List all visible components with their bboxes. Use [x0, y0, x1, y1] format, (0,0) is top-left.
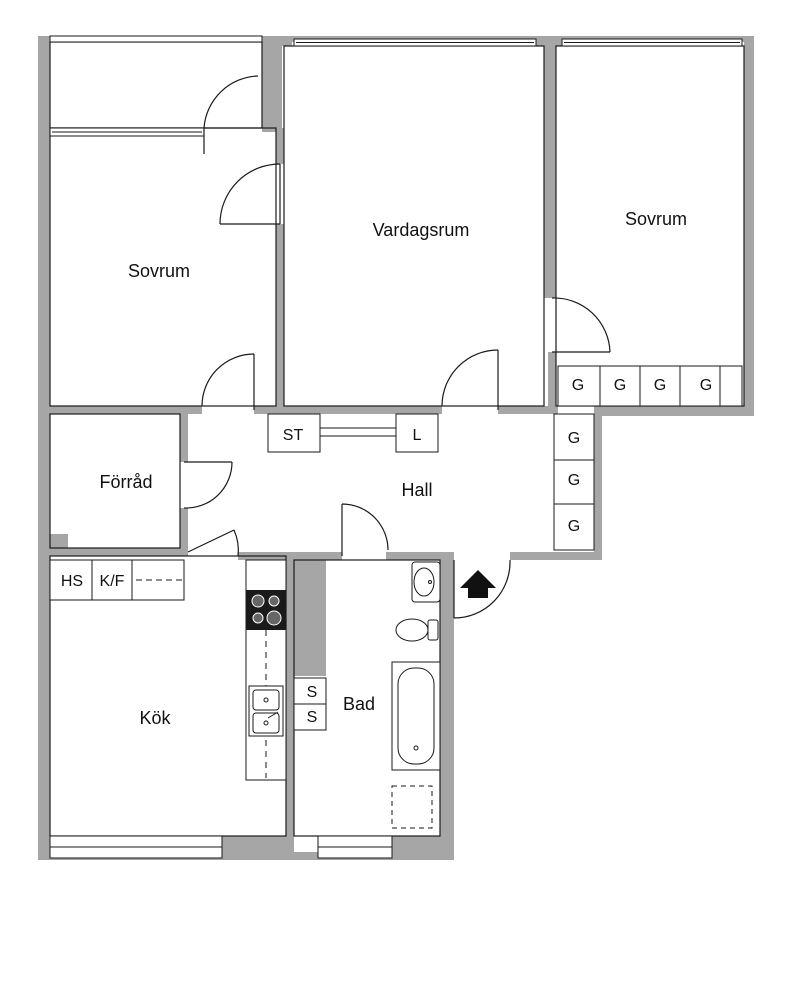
door-living-to-bedroom	[219, 163, 281, 225]
room-label-bad: Bad	[343, 694, 375, 714]
wardrobe-label: G	[654, 377, 666, 394]
room-label-kok: Kök	[139, 708, 171, 728]
room-label-sovrum-right: Sovrum	[625, 209, 687, 229]
windows	[49, 35, 743, 859]
entrance-arrow-icon	[460, 570, 496, 598]
wardrobe-label: G	[700, 377, 712, 394]
wardrobe-label: G	[572, 377, 584, 394]
door-storage	[183, 461, 233, 509]
wardrobe-label: G	[614, 377, 626, 394]
door-right-bedroom	[551, 297, 611, 353]
stove-icon	[246, 590, 286, 630]
room-label-sovrum-left: Sovrum	[128, 261, 190, 281]
kf-label: K/F	[100, 573, 125, 590]
shaft-label: S	[307, 684, 318, 701]
wardrobe-label: G	[568, 518, 580, 535]
sink-icon	[248, 685, 284, 737]
l-label: L	[413, 427, 422, 444]
wardrobes	[553, 365, 743, 551]
door-hall-to-bedroom	[201, 353, 255, 410]
bathtub-icon	[391, 661, 441, 771]
room-label-hall: Hall	[401, 480, 432, 500]
hs-label: HS	[61, 573, 83, 590]
wardrobe-label: G	[568, 472, 580, 489]
room-label-forrad: Förråd	[99, 472, 152, 492]
washbasin-icon	[411, 561, 441, 603]
interior-walls	[40, 40, 558, 856]
shaft-label: S	[307, 709, 318, 726]
door-hall-to-living	[441, 349, 499, 410]
door-entrance	[453, 559, 511, 619]
toilet-icon	[395, 618, 439, 642]
door-kitchen	[187, 529, 239, 557]
st-label: ST	[283, 427, 304, 444]
wardrobe-label: G	[568, 430, 580, 447]
shaft-boxes	[293, 677, 327, 731]
door-balcony	[203, 75, 259, 154]
hall-fixtures	[267, 413, 439, 453]
door-bathroom	[341, 503, 389, 556]
doors	[183, 75, 611, 619]
shower-area-icon	[391, 785, 433, 829]
outer-walls	[38, 36, 754, 860]
room-label-vardagsrum: Vardagsrum	[373, 220, 470, 240]
window-balcony-top	[49, 35, 263, 43]
